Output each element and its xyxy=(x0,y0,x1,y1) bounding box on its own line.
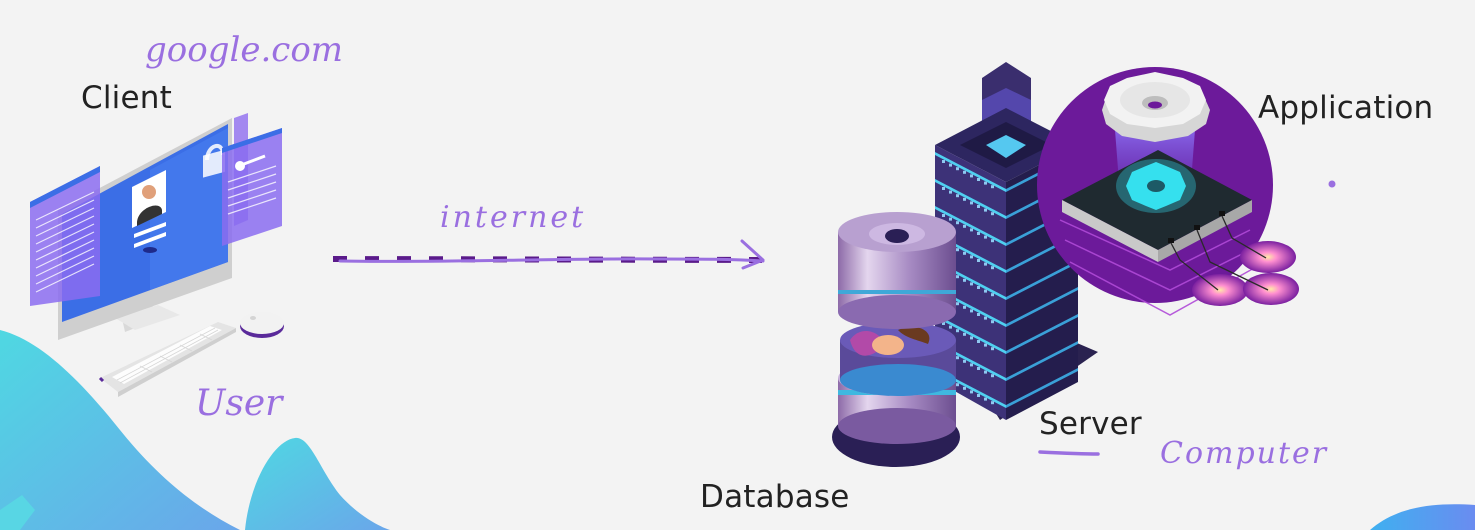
rack-slot-light xyxy=(1006,314,1078,354)
rack-led xyxy=(942,160,945,163)
background-blob-right xyxy=(1370,504,1475,530)
rack-led xyxy=(963,224,966,228)
rack-slot-light xyxy=(1006,260,1078,300)
rack-led xyxy=(991,320,994,324)
background-wave-left xyxy=(0,330,240,530)
rack-slot-light xyxy=(1006,287,1078,327)
rack-led xyxy=(942,214,945,217)
rack-led xyxy=(977,232,980,235)
rack-led xyxy=(970,336,973,340)
internet-connection-arrow xyxy=(332,239,765,270)
rack-led xyxy=(963,332,966,336)
rack-led xyxy=(991,212,994,216)
application-illustration xyxy=(1037,67,1299,316)
rack-led xyxy=(956,248,959,252)
rack-led xyxy=(949,163,952,167)
rack-led xyxy=(977,286,980,289)
rack-slot-light xyxy=(935,314,1006,354)
rack-led xyxy=(991,185,994,189)
rack-led xyxy=(956,221,959,225)
rack-led xyxy=(991,293,994,297)
rack-led xyxy=(963,197,966,201)
rack-led xyxy=(977,205,980,208)
rack-led xyxy=(977,367,980,370)
rack-led xyxy=(970,309,973,313)
network-node-discs xyxy=(1192,241,1299,306)
rack-led xyxy=(956,383,959,387)
rack-led xyxy=(963,278,966,282)
keyboard-icon xyxy=(98,322,236,397)
rack-led xyxy=(963,170,966,174)
rack-led xyxy=(970,282,973,286)
rack-led xyxy=(956,275,959,279)
annotation-computer: Computer xyxy=(1160,436,1329,471)
rack-led xyxy=(970,390,973,394)
gear-glowing-icon xyxy=(1116,159,1196,213)
rack-led xyxy=(956,302,959,306)
rack-slot-light xyxy=(935,179,1006,219)
rack-slot-light xyxy=(1006,341,1078,381)
rack-led xyxy=(977,259,980,262)
rack-led xyxy=(984,235,987,239)
rack-led xyxy=(991,239,994,243)
rack-slot-light xyxy=(935,206,1006,246)
rack-led xyxy=(970,174,973,178)
client-computer-illustration xyxy=(30,113,284,397)
rack-led xyxy=(991,266,994,270)
rack-slot-light xyxy=(1006,368,1078,408)
rack-led xyxy=(984,316,987,320)
key-icon xyxy=(235,154,266,171)
rack-led xyxy=(963,251,966,255)
rack-led xyxy=(942,187,945,190)
mouse-icon xyxy=(240,312,284,338)
rack-led xyxy=(963,386,966,390)
rack-led xyxy=(984,370,987,374)
rack-led xyxy=(970,228,973,232)
rack-led xyxy=(977,394,980,397)
annotation-domain: google.com xyxy=(145,30,344,70)
rack-led xyxy=(949,325,952,329)
database-illustration xyxy=(832,212,960,467)
rack-led xyxy=(956,329,959,333)
rack-led xyxy=(942,322,945,325)
rack-led xyxy=(970,363,973,367)
database-label: Database xyxy=(700,479,850,515)
rack-led xyxy=(977,340,980,343)
rack-led xyxy=(984,397,987,401)
rack-led xyxy=(970,255,973,259)
background-wave-center xyxy=(245,437,390,530)
rack-slot-light xyxy=(935,152,1006,192)
rack-led xyxy=(991,347,994,351)
rack-led xyxy=(984,181,987,185)
rack-led xyxy=(970,201,973,205)
client-label: Client xyxy=(81,80,172,116)
rack-led xyxy=(956,356,959,360)
rack-led xyxy=(956,167,959,171)
rack-led xyxy=(949,217,952,221)
rack-led xyxy=(984,262,987,266)
server-label: Server xyxy=(1039,406,1142,442)
rack-led xyxy=(984,343,987,347)
rack-led xyxy=(977,178,980,181)
annotation-internet: internet xyxy=(440,200,587,235)
rack-led xyxy=(963,359,966,363)
rack-led xyxy=(956,194,959,198)
rack-led xyxy=(991,374,994,378)
application-label: Application xyxy=(1258,90,1434,126)
rack-led xyxy=(991,401,994,405)
rack-led xyxy=(984,208,987,212)
rack-led xyxy=(984,289,987,293)
rack-led xyxy=(963,305,966,309)
server-underline-ink xyxy=(1038,450,1100,456)
annotation-user: User xyxy=(195,383,283,424)
rack-led xyxy=(977,313,980,316)
rack-led xyxy=(949,190,952,194)
gear-icon xyxy=(1102,72,1210,142)
ink-dot xyxy=(1328,180,1336,188)
